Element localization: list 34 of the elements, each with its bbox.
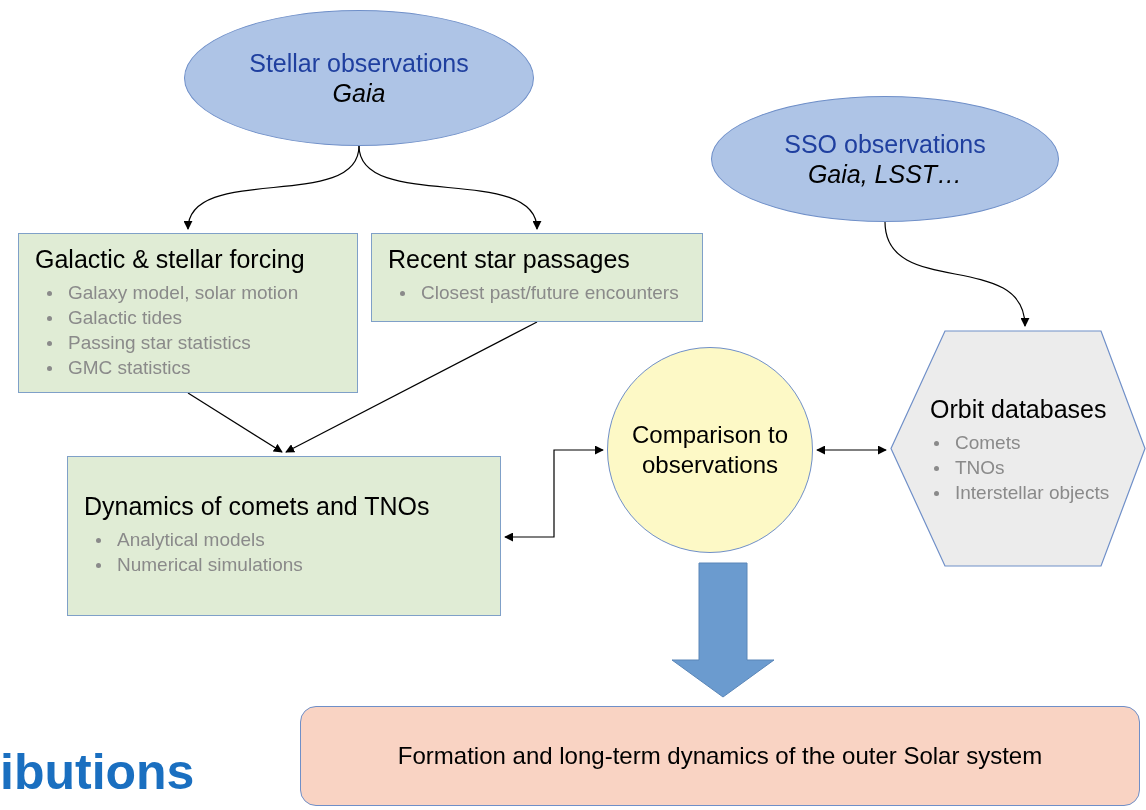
result-box: [300, 706, 1140, 806]
box-heading: Recent star passages: [388, 244, 631, 275]
arrow: [884, 221, 1029, 327]
bullet-text: Interstellar objects: [955, 482, 1110, 503]
process-box: [371, 233, 703, 322]
bullet-text: Closest past/future encounters: [421, 282, 679, 303]
box-heading: Galactic & stellar forcing: [35, 244, 306, 275]
node-title: Formation and long-term dynamics of the outer Solar system: [397, 741, 1043, 771]
node-title: SSO observations: [784, 129, 986, 159]
bullet-text: TNOs: [955, 457, 1005, 478]
arrow: [285, 321, 538, 453]
bullet-text: Passing star statistics: [68, 332, 251, 353]
node-subtitle: Gaia: [332, 78, 386, 108]
process-box: [18, 233, 358, 393]
bullet-text: Comets: [955, 432, 1021, 453]
arrow: [504, 445, 604, 542]
block-arrow: [671, 562, 775, 698]
database-hexagon: [890, 330, 1146, 567]
arrow: [358, 145, 540, 230]
bullet-text: Numerical simulations: [117, 554, 303, 575]
node-subtitle: Gaia, LSST…: [807, 159, 963, 189]
box-heading: Dynamics of comets and TNOs: [84, 491, 431, 522]
process-box: [67, 456, 501, 616]
bullet-text: Galaxy model, solar motion: [68, 282, 299, 303]
arrow: [816, 445, 887, 455]
bullet-text: Galactic tides: [68, 307, 183, 328]
node-title: Stellar observations: [249, 48, 469, 78]
bullet-text: Analytical models: [117, 529, 265, 550]
arrow: [187, 392, 283, 453]
arrow: [185, 145, 360, 230]
node-title: Comparison to observations: [630, 420, 790, 480]
slide-title-fragment: ibutions: [0, 743, 195, 802]
bullet-text: GMC statistics: [68, 357, 191, 378]
node-title: Orbit databases: [930, 394, 1108, 425]
